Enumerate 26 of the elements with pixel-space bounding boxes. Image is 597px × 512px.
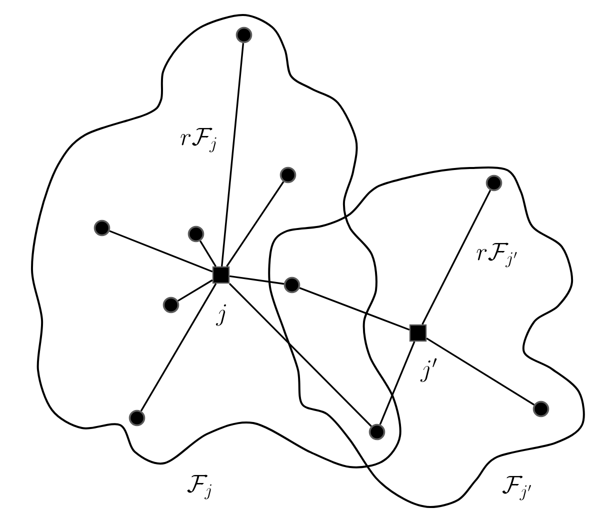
connector-line xyxy=(200,240,216,267)
point-dot xyxy=(128,410,146,426)
point-dot xyxy=(94,220,110,236)
connector-line xyxy=(220,43,244,266)
point-dot xyxy=(280,166,296,184)
point-dot xyxy=(236,26,252,44)
connector-line xyxy=(299,287,410,331)
point-dot xyxy=(284,276,300,294)
connector-line xyxy=(228,283,372,427)
edge-label: $r\mathcal{F}_{j'}$ xyxy=(475,242,519,268)
connector-line xyxy=(379,341,416,425)
connector-line xyxy=(226,181,284,267)
connector-line xyxy=(109,230,213,272)
connector-line xyxy=(422,190,492,325)
point-dot xyxy=(486,174,502,192)
connector-line xyxy=(229,275,284,285)
point-dot xyxy=(188,226,204,242)
node-label: $j$ xyxy=(216,304,226,326)
connector-line xyxy=(178,279,213,302)
node-label: $j'$ xyxy=(420,358,437,382)
edge-label: $r\mathcal{F}_j$ xyxy=(179,126,219,154)
point-dot xyxy=(368,424,386,440)
connector-line xyxy=(140,283,217,412)
point-dot xyxy=(162,296,180,314)
point-dot xyxy=(532,400,550,418)
connector-line xyxy=(426,338,535,406)
